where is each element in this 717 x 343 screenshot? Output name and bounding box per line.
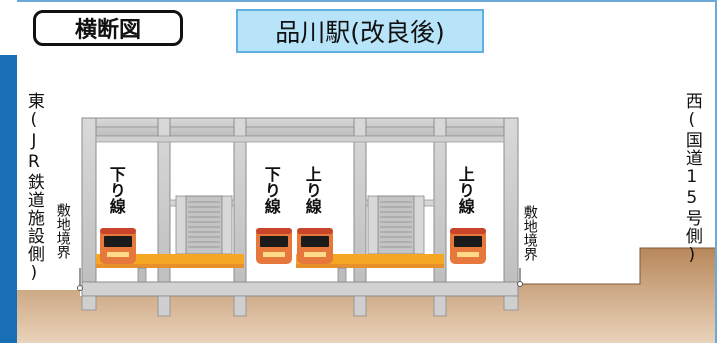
left-accent-bar xyxy=(0,55,17,343)
boundary-label-east: 敷地境界 xyxy=(54,203,71,259)
column xyxy=(157,117,171,297)
west-side-label: 西(国道15号側) xyxy=(681,92,702,266)
stairs-right xyxy=(367,195,425,255)
column xyxy=(233,117,247,297)
platform-left xyxy=(96,254,244,264)
column xyxy=(433,117,447,297)
column xyxy=(353,117,367,297)
train-inbound-2 xyxy=(450,228,486,264)
train-outbound-2 xyxy=(256,228,292,264)
east-side-label: 東(JR鉄道施設側) xyxy=(23,92,44,284)
boundary-marker-west xyxy=(517,268,523,287)
frame-right-line xyxy=(715,0,717,343)
west-embankment-outline xyxy=(518,247,715,285)
track-label-inbound-2: 上り線 xyxy=(455,166,475,214)
platform-right xyxy=(296,254,444,264)
base-slab xyxy=(81,281,519,297)
frame-top-line xyxy=(17,0,717,2)
track-label-outbound-1: 下り線 xyxy=(106,166,126,214)
east-outer-wall xyxy=(81,117,97,297)
boundary-marker-east xyxy=(77,268,83,291)
track-label-inbound-1: 上り線 xyxy=(302,166,322,214)
diagram-type-label: 横断図 xyxy=(33,10,183,46)
stairs-left xyxy=(175,195,233,255)
train-inbound-1 xyxy=(297,228,333,264)
track-label-outbound-2: 下り線 xyxy=(261,166,281,214)
boundary-label-west: 敷地境界 xyxy=(521,205,538,261)
station-title: 品川駅(改良後) xyxy=(236,9,484,53)
west-outer-wall xyxy=(503,117,519,297)
train-outbound-1 xyxy=(100,228,136,264)
ground xyxy=(17,248,715,343)
